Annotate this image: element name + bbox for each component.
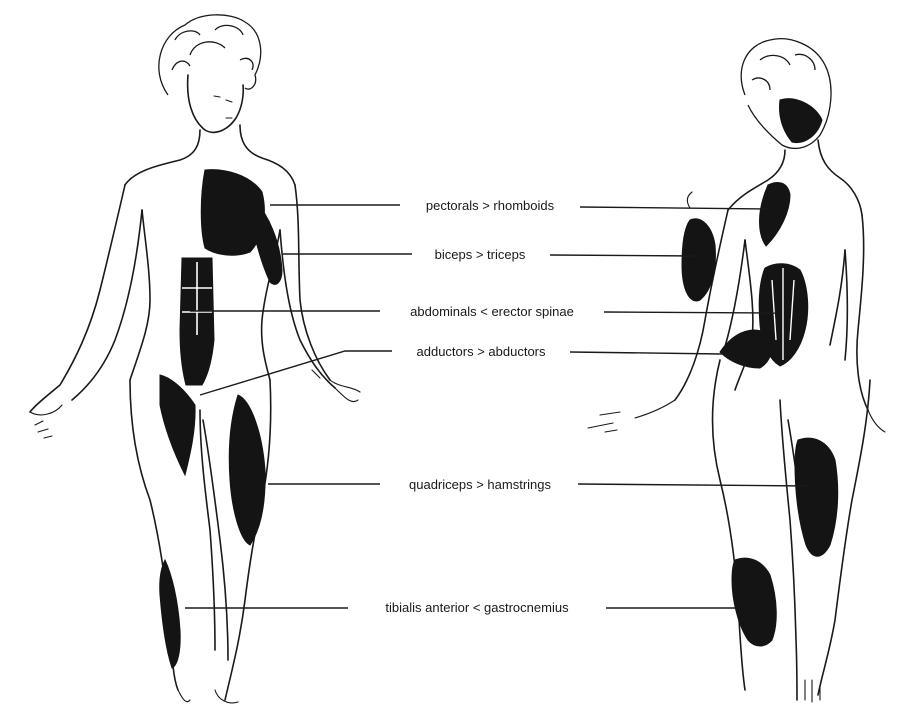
back-gastrocnemius-muscle [732,558,776,646]
back-figure [588,39,885,702]
back-hamstring-muscle [795,438,838,556]
label-adductors: adductors > abductors [417,344,546,359]
label-biceps-group: biceps > triceps [283,247,700,262]
back-legs [713,360,871,700]
back-hair-dark [780,99,823,143]
label-tibialis: tibialis anterior < gastrocnemius [385,600,569,615]
front-quadriceps-muscle [229,395,265,545]
front-figure [30,15,360,703]
back-neck-shoulders [728,140,862,215]
label-abs-group: abdominals < erector spinae [190,304,775,319]
label-quads-group: quadriceps > hamstrings [268,477,808,492]
label-abs: abdominals < erector spinae [410,304,574,319]
leader-adductors-left [200,351,392,395]
label-adductors-group: adductors > abductors [200,344,722,395]
front-right-arm [280,185,335,388]
label-tibialis-group: tibialis anterior < gastrocnemius [185,600,736,615]
front-hair [159,15,261,95]
leader-adductors-right [570,352,722,354]
front-adductor-muscle [160,375,195,475]
label-pecs: pectorals > rhomboids [426,198,555,213]
front-left-arm [30,185,142,412]
back-right-arm [845,215,868,410]
front-face [188,75,244,132]
label-pecs-group: pectorals > rhomboids [270,198,770,213]
front-tibialis-muscle [160,560,180,668]
label-quads: quadriceps > hamstrings [409,477,551,492]
back-rhomboid-muscle [760,182,791,246]
leader-abs-right [604,312,775,313]
leader-biceps-right [550,255,700,256]
leader-pecs-right [580,207,770,209]
leader-quads-right [578,484,808,486]
label-biceps: biceps > triceps [435,247,526,262]
